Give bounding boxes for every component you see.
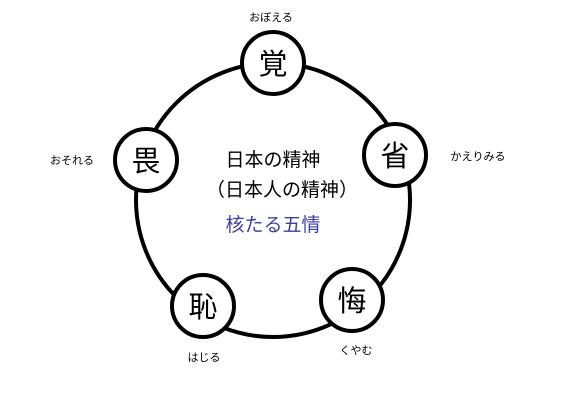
node-reading: かえりみる	[451, 150, 506, 163]
node-reading: くやむ	[340, 344, 373, 357]
center-core-label: 核たる五情	[225, 214, 320, 236]
node-circle	[170, 273, 236, 339]
node-circle	[113, 127, 179, 193]
center-title: 日本の精神	[225, 149, 320, 171]
node-oboeru: 覚 おぼえる	[240, 11, 306, 96]
center-subtitle: （日本人の精神）	[206, 179, 358, 201]
node-kanji: 悔	[337, 284, 366, 318]
node-reading: はじる	[188, 351, 221, 364]
node-kaerimiru: 省 かえりみる	[362, 122, 506, 188]
node-reading: おぼえる	[249, 11, 293, 24]
node-kanji: 恥	[188, 290, 217, 324]
node-circle	[319, 267, 385, 333]
node-hajiru: 恥 はじる	[170, 273, 236, 364]
node-osoreru: 畏 おそれる	[50, 127, 179, 193]
node-kuyamu: 悔 くやむ	[319, 267, 385, 357]
node-kanji: 覚	[258, 47, 287, 81]
node-kanji: 畏	[131, 144, 160, 178]
node-kanji: 省	[380, 139, 409, 173]
node-circle	[362, 122, 428, 188]
node-circle	[240, 30, 306, 96]
node-reading: おそれる	[50, 154, 94, 167]
